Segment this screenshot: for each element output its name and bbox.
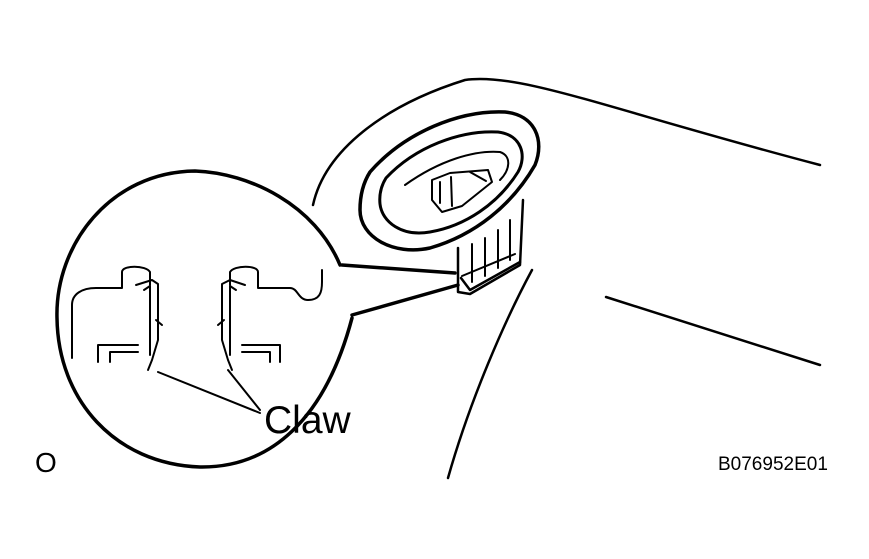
claw-pointer-right: [227, 369, 261, 411]
switch-knob: [431, 169, 493, 213]
claw-pointer-left: [157, 371, 261, 414]
bezel-outer-rim: [358, 110, 541, 252]
bezel-inner-rim: [378, 130, 524, 235]
section-left-panel: [71, 265, 151, 359]
switch-body-ribs: [461, 219, 516, 283]
panel-lower-line: [604, 295, 822, 367]
switch-body-sides: [456, 198, 525, 296]
section-right-panel: [229, 265, 323, 301]
section-right-claw: [217, 279, 246, 371]
knob-detail: [439, 171, 487, 207]
magnifier-circle: [55, 169, 354, 469]
detail-magnifier: [55, 169, 354, 469]
claw-label: Claw: [264, 399, 352, 442]
panel-inner-curve: [446, 268, 534, 480]
corner-mark: O: [35, 447, 57, 478]
leader-upper: [340, 263, 457, 275]
trim-panel: [311, 77, 822, 480]
section-left-claw: [135, 279, 163, 371]
figure-code: B076952E01: [718, 454, 828, 475]
switch-bezel: [358, 110, 541, 296]
callout-leaders: [340, 263, 460, 317]
section-left-base: [97, 344, 139, 363]
bezel-recess: [404, 150, 510, 186]
claw-highlight: [459, 260, 522, 292]
panel-top-edge: [311, 77, 822, 207]
leader-lower: [350, 283, 460, 317]
section-right-base: [241, 344, 281, 363]
